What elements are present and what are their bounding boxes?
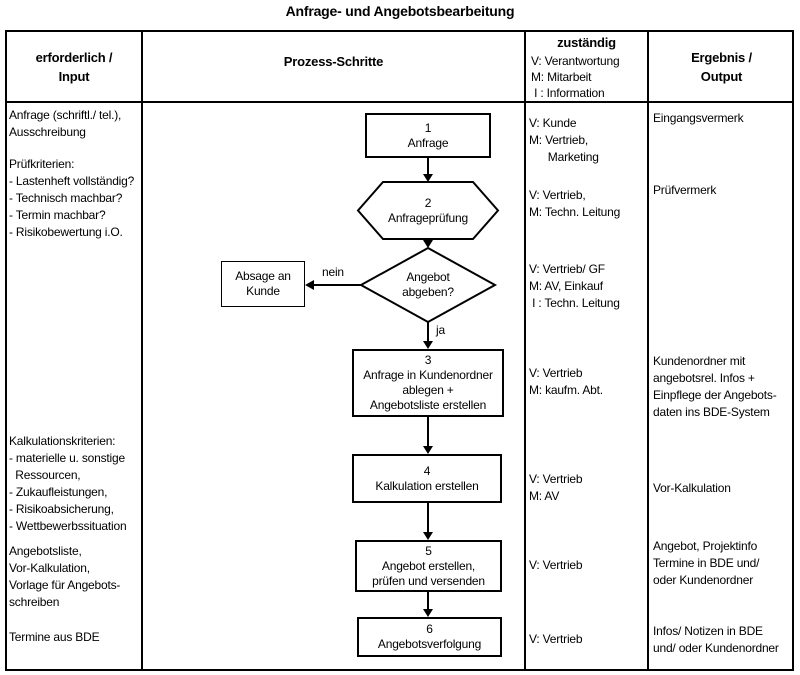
responsible-step-4: V: Vertrieb M: AV	[529, 472, 583, 503]
hexagon-shape	[356, 181, 500, 240]
header-cell-process: Prozess-Schritte	[283, 54, 384, 69]
process-step-4-box: 4 Kalkulation erstellen	[352, 454, 502, 503]
arrowhead-down-3	[423, 341, 433, 349]
input-angebotsliste: Angebotsliste, Vor-Kalkulation, Vorlage …	[9, 544, 121, 609]
responsibility-legend: V: Verantwortung M: Mitarbeit I : Inform…	[531, 54, 620, 100]
header-cell-output: Ergebnis / Output	[691, 50, 752, 84]
table-border	[5, 30, 794, 671]
arrowhead-down-6	[423, 609, 433, 617]
arrowhead-down-1	[423, 174, 433, 182]
output-pruefvermerk: Prüfvermerk	[653, 183, 717, 197]
output-vorkalkulation: Vor-Kalkulation	[653, 481, 731, 495]
process-step-1-box: 1 Anfrage	[365, 113, 491, 158]
header-divider	[5, 101, 794, 103]
responsible-step-1: V: Kunde M: Vertrieb, Marketing	[529, 116, 599, 164]
input-kalkulationskriterien: Kalkulationskriterien: - materielle u. s…	[9, 434, 127, 533]
responsible-step-6: V: Vertrieb	[529, 632, 583, 646]
diagram-title: Anfrage- und Angebotsbearbeitung	[285, 3, 515, 19]
column-divider-1	[141, 30, 143, 671]
process-step-5-box: 5 Angebot erstellen, prüfen und versende…	[355, 540, 502, 592]
input-termine-bde: Termine aus BDE	[9, 630, 100, 644]
input-anfrage: Anfrage (schriftl./ tel.), Ausschreibung	[9, 108, 122, 139]
decision-diamond-label: Angebot abgeben?	[402, 270, 454, 299]
arrowhead-down-2	[423, 240, 433, 248]
output-eingangsvermerk: Eingangsvermerk	[653, 111, 744, 125]
process-step-2-hexagon-label: 2 Anfrageprüfung	[388, 195, 468, 225]
edge-label-nein: nein	[322, 265, 344, 279]
arrowhead-down-5	[423, 532, 433, 540]
header-cell-responsible-title: zuständig	[557, 35, 616, 50]
responsible-decision: V: Vertrieb/ GF M: AV, Einkauf I : Techn…	[529, 262, 620, 310]
header-cell-input: erforderlich / Input	[35, 50, 113, 84]
input-pruefkriterien: Prüfkriterien: - Lastenheft vollständig?…	[9, 157, 135, 239]
output-angebot-projektinfo: Angebot, Projektinfo Termine in BDE und/…	[653, 539, 760, 587]
edge-label-ja: ja	[436, 323, 445, 337]
arrowhead-left-nein	[305, 280, 314, 290]
responsible-step-5: V: Vertrieb	[529, 558, 583, 572]
responsible-step-2: V: Vertrieb, M: Techn. Leitung	[529, 188, 621, 219]
diamond-shape	[358, 246, 498, 324]
output-kundenordner: Kundenordner mit angebotsrel. Infos + Ei…	[653, 354, 777, 419]
arrowhead-down-4	[423, 446, 433, 454]
process-step-3-box: 3 Anfrage in Kundenordner ablegen + Ange…	[352, 349, 504, 417]
reject-box: Absage an Kunde	[221, 261, 305, 307]
output-infos-notizen: Infos/ Notizen in BDE und/ oder Kundenor…	[653, 624, 779, 655]
process-step-6-box: 6 Angebotsverfolgung	[357, 617, 502, 657]
column-divider-3	[647, 30, 649, 671]
column-divider-2	[524, 30, 526, 671]
responsible-step-3: V: Vertrieb M: kaufm. Abt.	[529, 366, 603, 397]
